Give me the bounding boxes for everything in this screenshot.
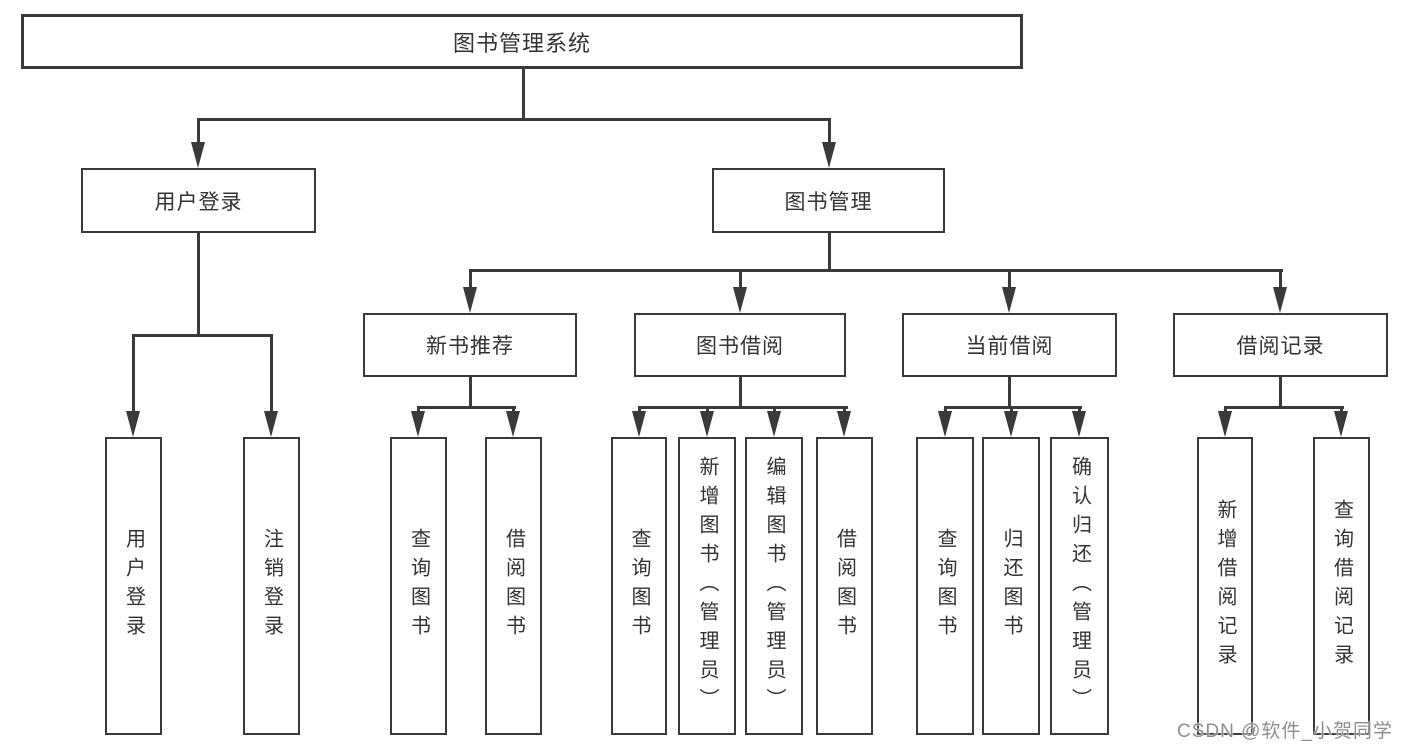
arrow-down-icon	[1003, 411, 1018, 437]
connector-line	[1008, 270, 1011, 288]
leaf-edit-book-admin-label: 编辑图书（管理员）	[763, 455, 785, 717]
connector-line	[468, 268, 1283, 272]
leaf-confirm-return-admin: 确认归还（管理员）	[1050, 437, 1109, 735]
arrow-down-icon	[506, 411, 520, 437]
leaf-user-login: 用户登录	[105, 437, 162, 735]
arrow-down-icon	[264, 411, 278, 437]
connector-line	[270, 335, 273, 412]
connector-line	[417, 407, 420, 413]
connector-line	[521, 69, 525, 119]
leaf-query-books-borrow-label: 查询图书	[628, 528, 650, 644]
arrow-down-icon	[937, 411, 952, 437]
leaf-return-books: 归还图书	[982, 437, 1040, 735]
leaf-query-books-borrow: 查询图书	[611, 437, 667, 735]
leaf-confirm-return-admin-label: 确认归还（管理员）	[1068, 455, 1091, 717]
leaf-query-books-recommend: 查询图书	[390, 437, 447, 735]
leaf-borrow-books-borrow-label: 借阅图书	[833, 528, 856, 644]
connector-line	[196, 119, 200, 143]
arrow-down-icon	[766, 411, 781, 437]
connector-line	[827, 233, 831, 272]
leaf-borrow-books-borrow: 借阅图书	[816, 437, 873, 735]
arrow-down-icon	[126, 411, 140, 437]
leaf-query-borrow-record: 查询借阅记录	[1313, 437, 1370, 735]
arrow-down-icon	[837, 411, 851, 437]
arrow-down-icon	[1072, 411, 1086, 437]
arrow-down-icon	[1334, 411, 1348, 437]
leaf-logout-label: 注销登录	[260, 528, 283, 644]
watermark: CSDN @软件_小贺同学	[1177, 721, 1393, 742]
node-book-borrow-label: 图书借阅	[696, 335, 784, 358]
connector-line	[637, 405, 848, 409]
node-root: 图书管理系统	[21, 14, 1023, 69]
connector-line	[943, 405, 1082, 409]
node-book-management-label: 图书管理	[784, 190, 873, 214]
connector-line	[417, 405, 516, 409]
connector-line	[943, 407, 947, 413]
node-current-borrow: 当前借阅	[902, 313, 1117, 377]
arrow-down-icon	[631, 411, 646, 437]
node-root-label: 图书管理系统	[452, 30, 591, 56]
arrow-down-icon	[732, 287, 747, 313]
node-borrow-records-label: 借阅记录	[1236, 335, 1325, 358]
connector-line	[1279, 377, 1282, 408]
connector-line	[1009, 407, 1013, 413]
node-current-borrow-label: 当前借阅	[965, 335, 1054, 358]
arrow-down-icon	[190, 142, 205, 168]
arrow-down-icon	[411, 411, 425, 437]
arrow-down-icon	[1002, 287, 1016, 313]
node-user-login: 用户登录	[81, 168, 316, 233]
connector-line	[132, 333, 273, 337]
leaf-add-borrow-record-label: 新增借阅记录	[1214, 499, 1236, 673]
leaf-query-books-current: 查询图书	[916, 437, 974, 735]
connector-line	[132, 335, 135, 412]
connector-line	[1008, 377, 1011, 408]
arrow-down-icon	[699, 411, 714, 437]
connector-line	[196, 233, 200, 337]
leaf-edit-book-admin: 编辑图书（管理员）	[745, 437, 803, 735]
connector-line	[468, 377, 472, 408]
leaf-add-borrow-record: 新增借阅记录	[1197, 437, 1253, 735]
arrow-down-icon	[1217, 411, 1232, 437]
leaf-logout: 注销登录	[243, 437, 300, 735]
connector-line	[1279, 270, 1282, 288]
node-new-book-recommend: 新书推荐	[363, 313, 577, 377]
connector-line	[843, 407, 846, 413]
node-book-management: 图书管理	[712, 168, 945, 233]
node-borrow-records: 借阅记录	[1173, 313, 1388, 377]
connector-line	[705, 407, 709, 413]
leaf-add-book-admin-label: 新增图书（管理员）	[696, 455, 718, 717]
connector-line	[827, 119, 831, 143]
leaf-query-books-recommend-label: 查询图书	[407, 528, 430, 644]
arrow-down-icon	[1273, 287, 1287, 313]
leaf-add-book-admin: 新增图书（管理员）	[678, 437, 736, 735]
connector-line	[468, 270, 472, 288]
connector-line	[1078, 407, 1081, 413]
connector-line	[738, 377, 742, 408]
leaf-query-books-current-label: 查询图书	[934, 528, 956, 644]
connector-line	[772, 407, 776, 413]
node-user-login-label: 用户登录	[154, 190, 243, 214]
leaf-query-borrow-record-label: 查询借阅记录	[1330, 499, 1353, 673]
arrow-down-icon	[462, 287, 477, 313]
leaf-return-books-label: 归还图书	[1000, 528, 1022, 644]
leaf-user-login-label: 用户登录	[122, 528, 145, 644]
connector-line	[196, 117, 831, 121]
arrow-down-icon	[821, 142, 836, 168]
connector-line	[738, 270, 742, 288]
connector-line	[1340, 407, 1343, 413]
connector-line	[637, 407, 641, 413]
leaf-borrow-books-recommend: 借阅图书	[485, 437, 542, 735]
node-book-borrow: 图书借阅	[634, 313, 846, 377]
leaf-borrow-books-recommend-label: 借阅图书	[502, 528, 525, 644]
connector-line	[1223, 407, 1227, 413]
connector-line	[512, 407, 515, 413]
node-new-book-recommend-label: 新书推荐	[426, 335, 514, 358]
connector-line	[1223, 405, 1344, 409]
